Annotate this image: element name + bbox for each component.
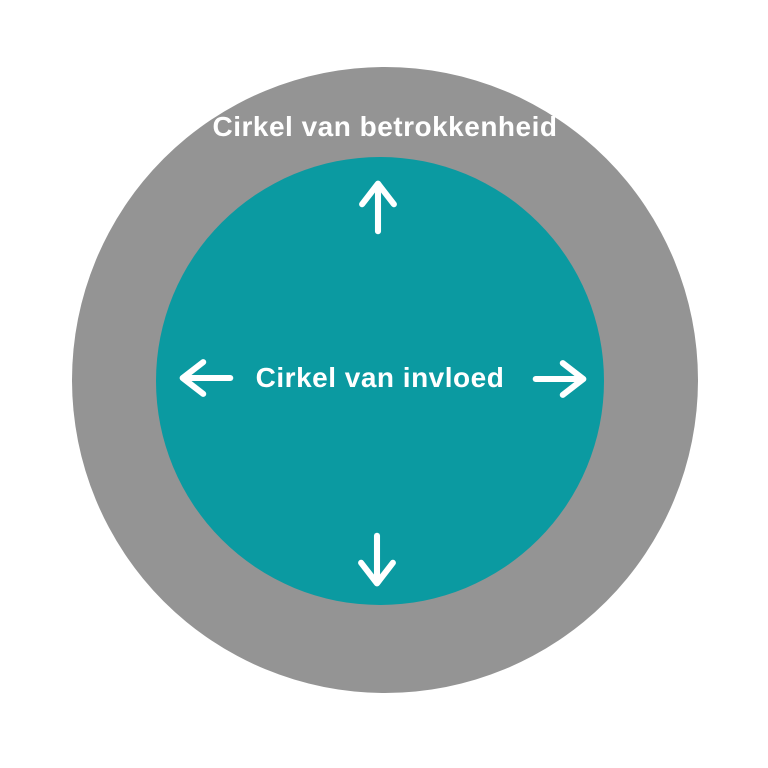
inner-circle: Cirkel van invloed [156, 157, 604, 605]
inner-circle-label: Cirkel van invloed [255, 362, 505, 393]
outer-circle-label: Cirkel van betrokkenheid [212, 111, 558, 142]
